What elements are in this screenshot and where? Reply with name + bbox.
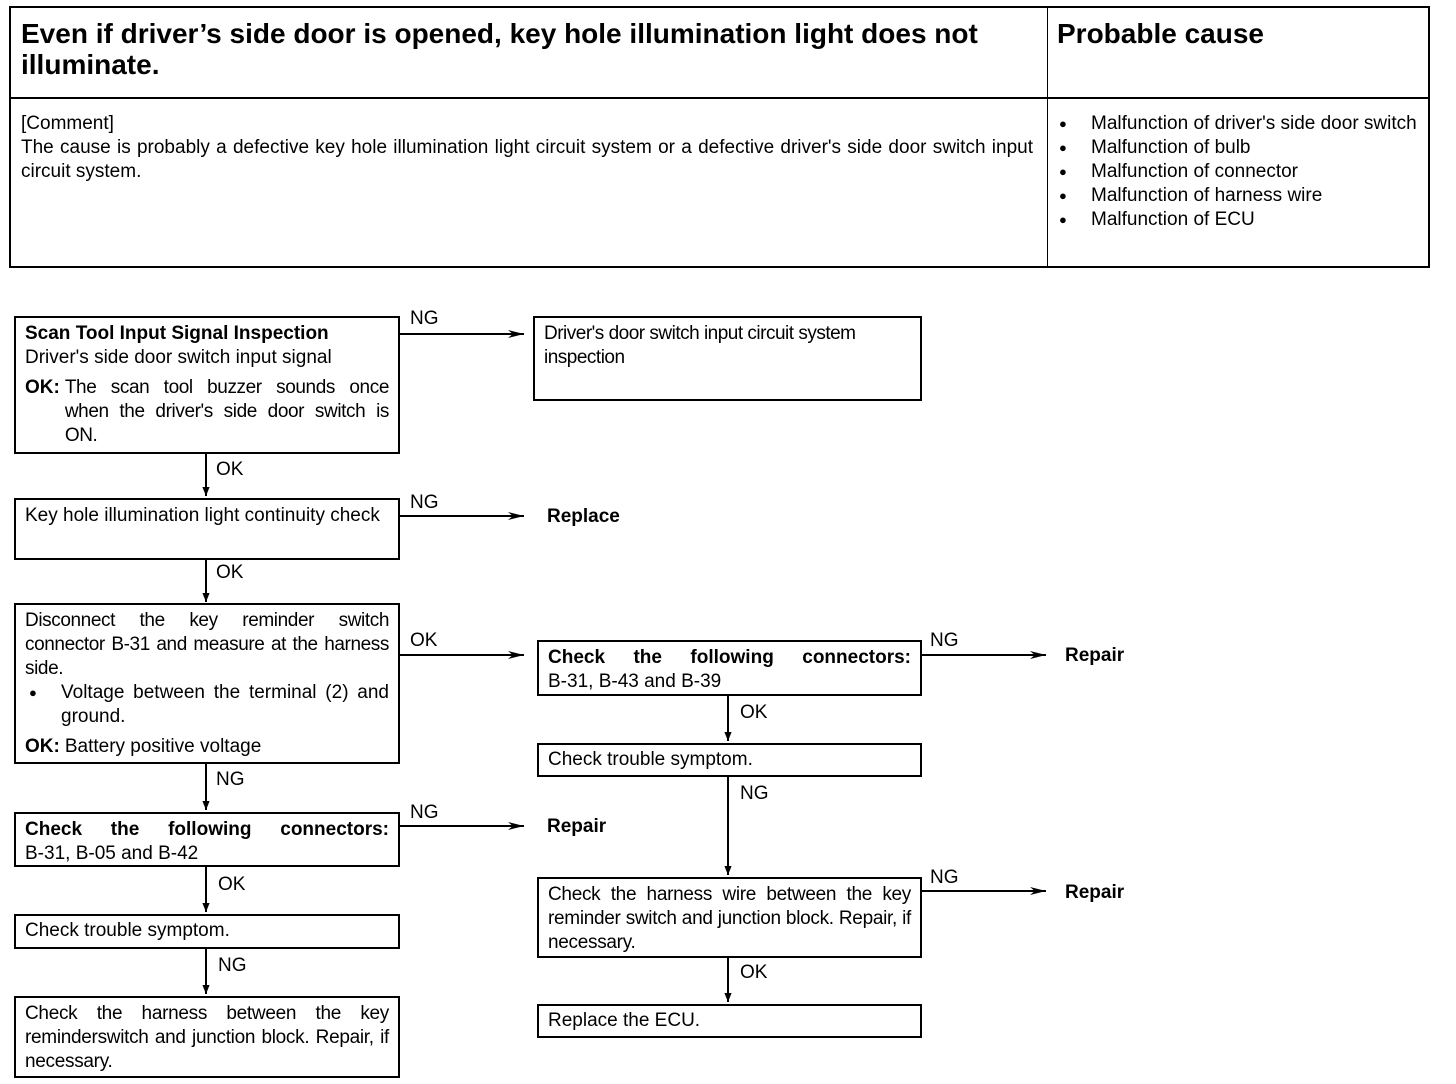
harness-check-right-box: Check the harness wire between the key r… [537,877,922,958]
right1-title: Check the following connectors: [548,647,911,668]
header-table: Even if driver’s side door is opened, ke… [9,6,1430,268]
continuity-check-box: Key hole illumination light continuity c… [14,498,400,560]
replace-ecu-box: Replace the ECU. [537,1004,922,1038]
table-divider-vertical [1047,8,1048,266]
right1-text: B-31, B-43 and B-39 [548,671,722,692]
label-ng: NG [740,783,769,804]
step1-title: Scan Tool Input Signal Inspection [25,323,329,344]
label-ng: NG [410,802,439,823]
step4-text: B-31, B-05 and B-42 [25,843,199,864]
repair-result: Repair [1065,882,1125,903]
connector-check-right-box: Check the following connectors: B-31, B-… [537,640,922,696]
step3-ok-criteria: OK: Battery positive voltage [25,735,389,759]
right4-text: Replace the ECU. [548,1010,701,1031]
harness-check-left-box: Check the harness between the key remind… [14,996,400,1078]
probable-cause-title: Probable cause [1057,18,1264,49]
repair-result: Repair [1065,645,1125,666]
label-ok: OK [410,630,438,651]
label-ng: NG [930,867,959,888]
list-item: Malfunction of connector [1057,160,1425,184]
list-item: Malfunction of driver's side door switch [1057,112,1425,136]
step1-ok-criteria: OK: The scan tool buzzer sounds once whe… [25,376,389,448]
list-item: Malfunction of ECU [1057,208,1425,232]
connector-check-left-box: Check the following connectors: B-31, B-… [14,812,400,867]
comment-text: The cause is probably a defective key ho… [21,137,1033,182]
table-divider-horizontal [11,97,1428,99]
trouble-symptom-left-box: Check trouble symptom. [14,914,400,949]
right3-text: Check the harness wire between the key r… [548,884,911,953]
label-ng: NG [930,630,959,651]
label-ng: NG [410,492,439,513]
symptom-title: Even if driver’s side door is opened, ke… [21,18,978,80]
label-ng: NG [216,769,245,790]
label-ng: NG [410,308,439,329]
list-item: Malfunction of harness wire [1057,184,1425,208]
step1-ng-result: Driver's door switch input circuit syste… [544,323,856,368]
label-ok: OK [218,874,246,895]
label-ok: OK [740,702,768,723]
step1-subtitle: Driver's side door switch input signal [25,347,332,368]
list-item: Malfunction of bulb [1057,136,1425,160]
label-ng: NG [218,955,247,976]
door-switch-circuit-inspection-box: Driver's door switch input circuit syste… [533,316,922,401]
right2-text: Check trouble symptom. [548,749,753,770]
label-ok: OK [740,962,768,983]
step4-title: Check the following connectors: [25,819,389,840]
scan-tool-inspection-box: Scan Tool Input Signal Inspection Driver… [14,316,400,454]
step3-bullet: Voltage between the terminal (2) and gro… [25,681,389,729]
repair-result: Repair [547,816,607,837]
ok-label: OK: [25,377,60,398]
step3-text: Disconnect the key reminder switch conne… [25,610,389,679]
step3-ok-text: Battery positive voltage [64,736,262,757]
voltage-measure-box: Disconnect the key reminder switch conne… [14,603,400,764]
ok-label: OK: [25,736,60,757]
label-ok: OK [216,459,244,480]
step1-ok-text: The scan tool buzzer sounds once when th… [64,377,390,446]
comment-block: [Comment] The cause is probably a defect… [21,112,1033,184]
step5-text: Check trouble symptom. [25,920,230,941]
replace-result: Replace [547,506,620,527]
step2-text: Key hole illumination light continuity c… [25,505,380,526]
trouble-symptom-right-box: Check trouble symptom. [537,743,922,777]
label-ok: OK [216,562,244,583]
probable-cause-list: Malfunction of driver's side door switch… [1057,112,1425,232]
step6-text: Check the harness between the key remind… [25,1003,389,1072]
comment-label: [Comment] [21,113,114,134]
